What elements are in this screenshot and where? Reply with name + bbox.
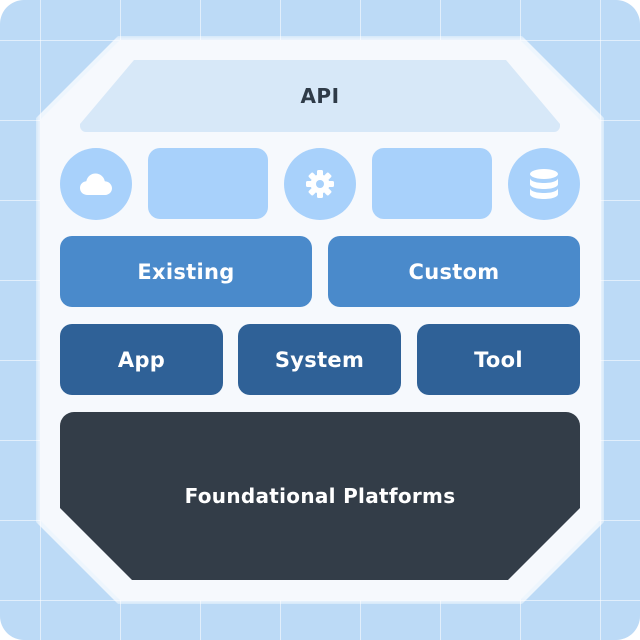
placeholder-tile-right xyxy=(372,148,492,219)
existing-label: Existing xyxy=(137,259,235,284)
custom-label: Custom xyxy=(408,259,500,284)
custom-block: Custom xyxy=(328,236,580,307)
system-label: System xyxy=(274,347,365,372)
gear-icon xyxy=(306,170,334,198)
api-layer: API xyxy=(80,60,560,132)
app-label: App xyxy=(117,347,166,372)
tool-block: Tool xyxy=(417,324,580,395)
database-circle xyxy=(508,148,580,220)
foundational-platforms-block: Foundational Platforms xyxy=(60,412,580,580)
gear-circle xyxy=(284,148,356,220)
api-label: API xyxy=(300,84,340,108)
app-block: App xyxy=(60,324,223,395)
cloud-icon xyxy=(80,173,112,195)
foundation-label: Foundational Platforms xyxy=(184,484,456,508)
database-icon xyxy=(530,169,558,199)
tool-label: Tool xyxy=(474,347,523,372)
cloud-circle xyxy=(60,148,132,220)
existing-block: Existing xyxy=(60,236,312,307)
placeholder-tile-left xyxy=(148,148,268,219)
system-block: System xyxy=(238,324,401,395)
